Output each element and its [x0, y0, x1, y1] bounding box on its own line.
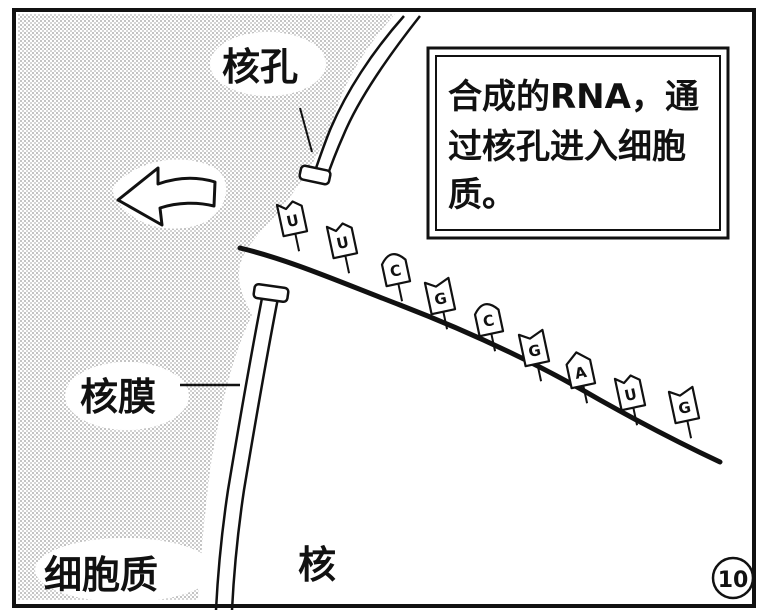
- rna-backbone: [237, 245, 723, 465]
- nucleotide-c: C: [380, 253, 412, 302]
- nucleotide-g: G: [423, 276, 457, 330]
- nucleotide-u: U: [325, 222, 359, 274]
- nucleotide-g: G: [667, 385, 701, 439]
- nuclear-pore-label: 核孔: [222, 45, 298, 89]
- nuclear-membrane-upper-inner: [324, 15, 421, 181]
- nucleotide-letter: U: [623, 385, 639, 405]
- nucleotide-letter: A: [573, 363, 588, 383]
- nucleotide-u: U: [275, 200, 309, 252]
- nucleotide-u: U: [613, 374, 647, 426]
- nucleus-label: 核: [298, 543, 336, 587]
- nucleotide-letter: G: [677, 398, 693, 418]
- caption-line-1: 合成的RNA，通: [448, 77, 699, 117]
- nucleotide-a: A: [565, 351, 597, 404]
- nucleotide-letter: G: [433, 289, 449, 309]
- nuclear-membrane-label: 核膜: [80, 375, 156, 419]
- nuclear-membrane-upper-outer: [310, 15, 405, 181]
- pore-pointer-line: [299, 107, 313, 153]
- nuclear-pore-lower-cap: [252, 282, 290, 304]
- panel-border: [12, 8, 756, 608]
- nucleotide-letter: G: [527, 341, 543, 361]
- nucleotide-letter: C: [481, 311, 496, 331]
- caption-line-2: 过核孔进入细胞: [448, 127, 686, 167]
- nuclear-membrane-lower-outer: [214, 297, 264, 611]
- nucleotide-letter: U: [285, 211, 301, 231]
- nucleotide-letter: U: [335, 233, 351, 253]
- nuclear-pore-upper-cap: [298, 164, 332, 186]
- caption-box-outer: [426, 46, 730, 240]
- caption-line-3: 质。: [448, 175, 516, 215]
- nucleotide-c: C: [473, 303, 505, 352]
- cytoplasm-region: [18, 14, 395, 600]
- rna-nucleotides: U U C G C G A U G: [275, 200, 701, 439]
- nucleotide-g: G: [517, 328, 551, 382]
- cytoplasm-label: 细胞质: [44, 553, 158, 597]
- arrow-left-icon: [116, 166, 217, 227]
- nuclear-membrane-lower-inner: [230, 297, 280, 611]
- panel-number: 10: [718, 568, 749, 593]
- caption-box-inner: [435, 55, 721, 231]
- nucleotide-letter: C: [388, 261, 403, 281]
